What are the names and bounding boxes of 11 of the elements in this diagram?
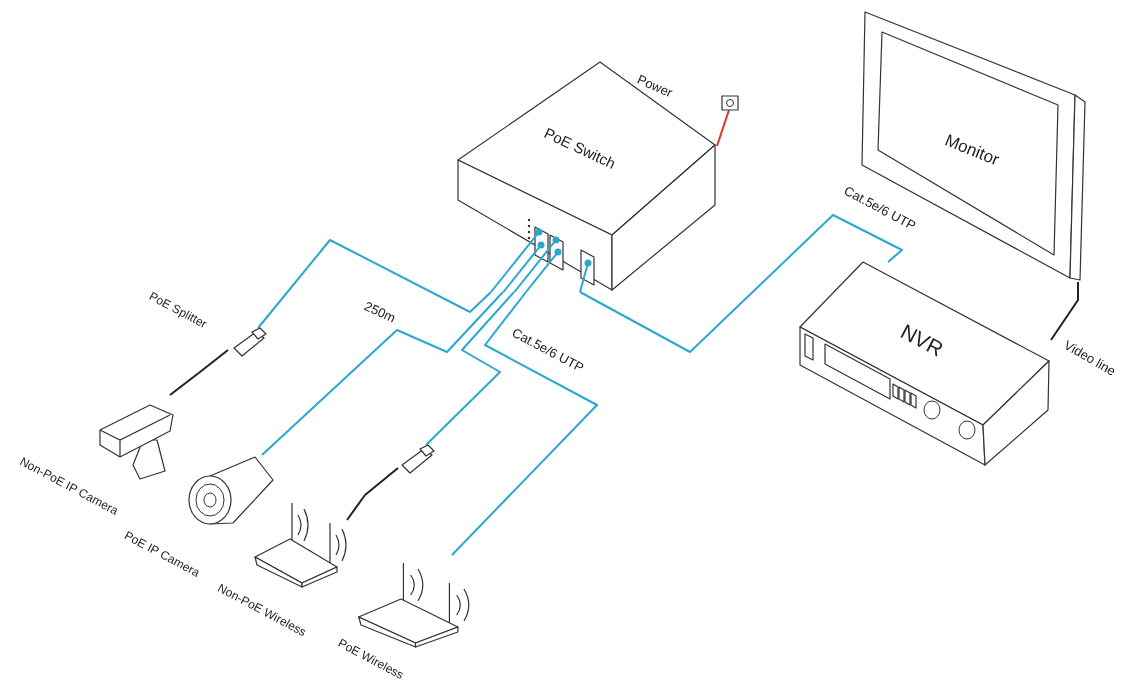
cable [425,291,515,446]
cable [451,291,598,556]
cable [261,291,504,456]
power-label: Power [635,72,675,100]
cable [257,239,492,329]
cable [169,349,229,396]
cable [716,109,730,147]
recorder-label: NVR [897,320,947,360]
cable [1050,281,1079,341]
cable [346,467,399,521]
cable [579,214,903,353]
